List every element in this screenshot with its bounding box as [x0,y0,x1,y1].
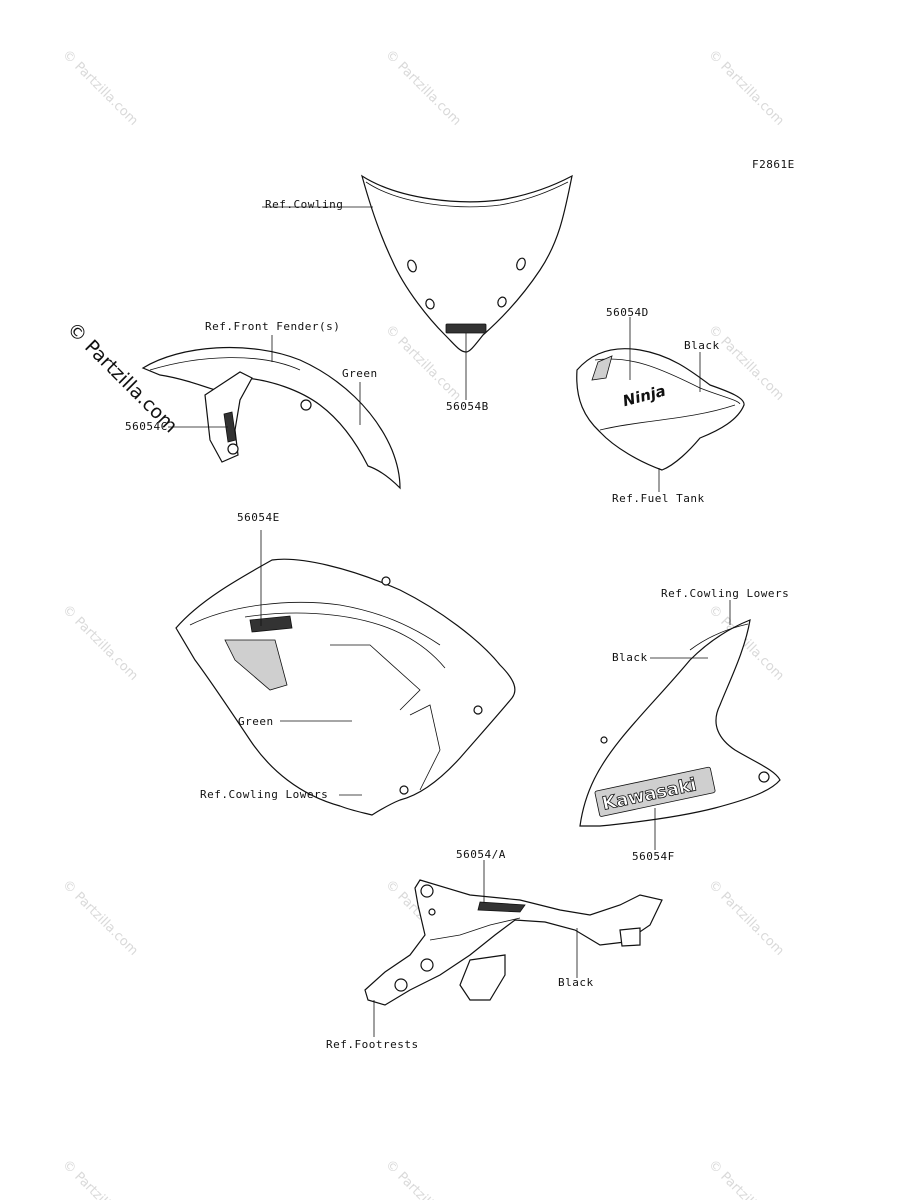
label-56054a: 56054/A [456,848,506,861]
label-ref-footrests: Ref.Footrests [326,1038,419,1051]
decal-56054e [249,615,293,633]
watermark: © Partzilla.com [59,47,141,129]
footrest-bracket-part [364,860,663,1037]
decal-56054c [223,411,237,443]
label-black-tank: Black [684,339,720,352]
front-fender-part [141,335,401,490]
label-ref-fuel-tank: Ref.Fuel Tank [612,492,705,505]
watermark: © Partzilla.com [705,47,787,129]
label-56054b: 56054B [446,400,489,413]
label-ref-front-fender: Ref.Front Fender(s) [205,320,340,333]
figure-code: F2861E [752,158,795,171]
watermark: © Partzilla.com [59,602,141,684]
fuel-tank-part: Ninja [576,317,745,492]
watermark: © Partzilla.com [59,1157,141,1200]
watermark: © Partzilla.com [59,877,141,959]
label-green-cowling: Green [238,715,274,728]
watermark: © Partzilla.com [382,47,464,129]
label-ref-cowling: Ref.Cowling [265,198,343,211]
label-green-fender: Green [342,367,378,380]
cowling-lower-part: Kawasaki [579,600,781,850]
left-cowling-part [175,530,516,816]
label-ref-cowling-lowers-left: Ref.Cowling Lowers [200,788,328,801]
decal-56054a [477,901,526,913]
decal-56054b [445,323,487,334]
cowling-part [262,174,573,400]
label-56054e: 56054E [237,511,280,524]
label-56054c: 56054C [125,420,168,433]
label-56054f: 56054F [632,850,675,863]
label-ref-cowling-lowers-right: Ref.Cowling Lowers [661,587,789,600]
watermark: © Partzilla.com [705,877,787,959]
label-black-footrest: Black [558,976,594,989]
label-black-lower: Black [612,651,648,664]
label-56054d: 56054D [606,306,649,319]
watermark: © Partzilla.com [705,1157,787,1200]
watermark: © Partzilla.com [382,1157,464,1200]
